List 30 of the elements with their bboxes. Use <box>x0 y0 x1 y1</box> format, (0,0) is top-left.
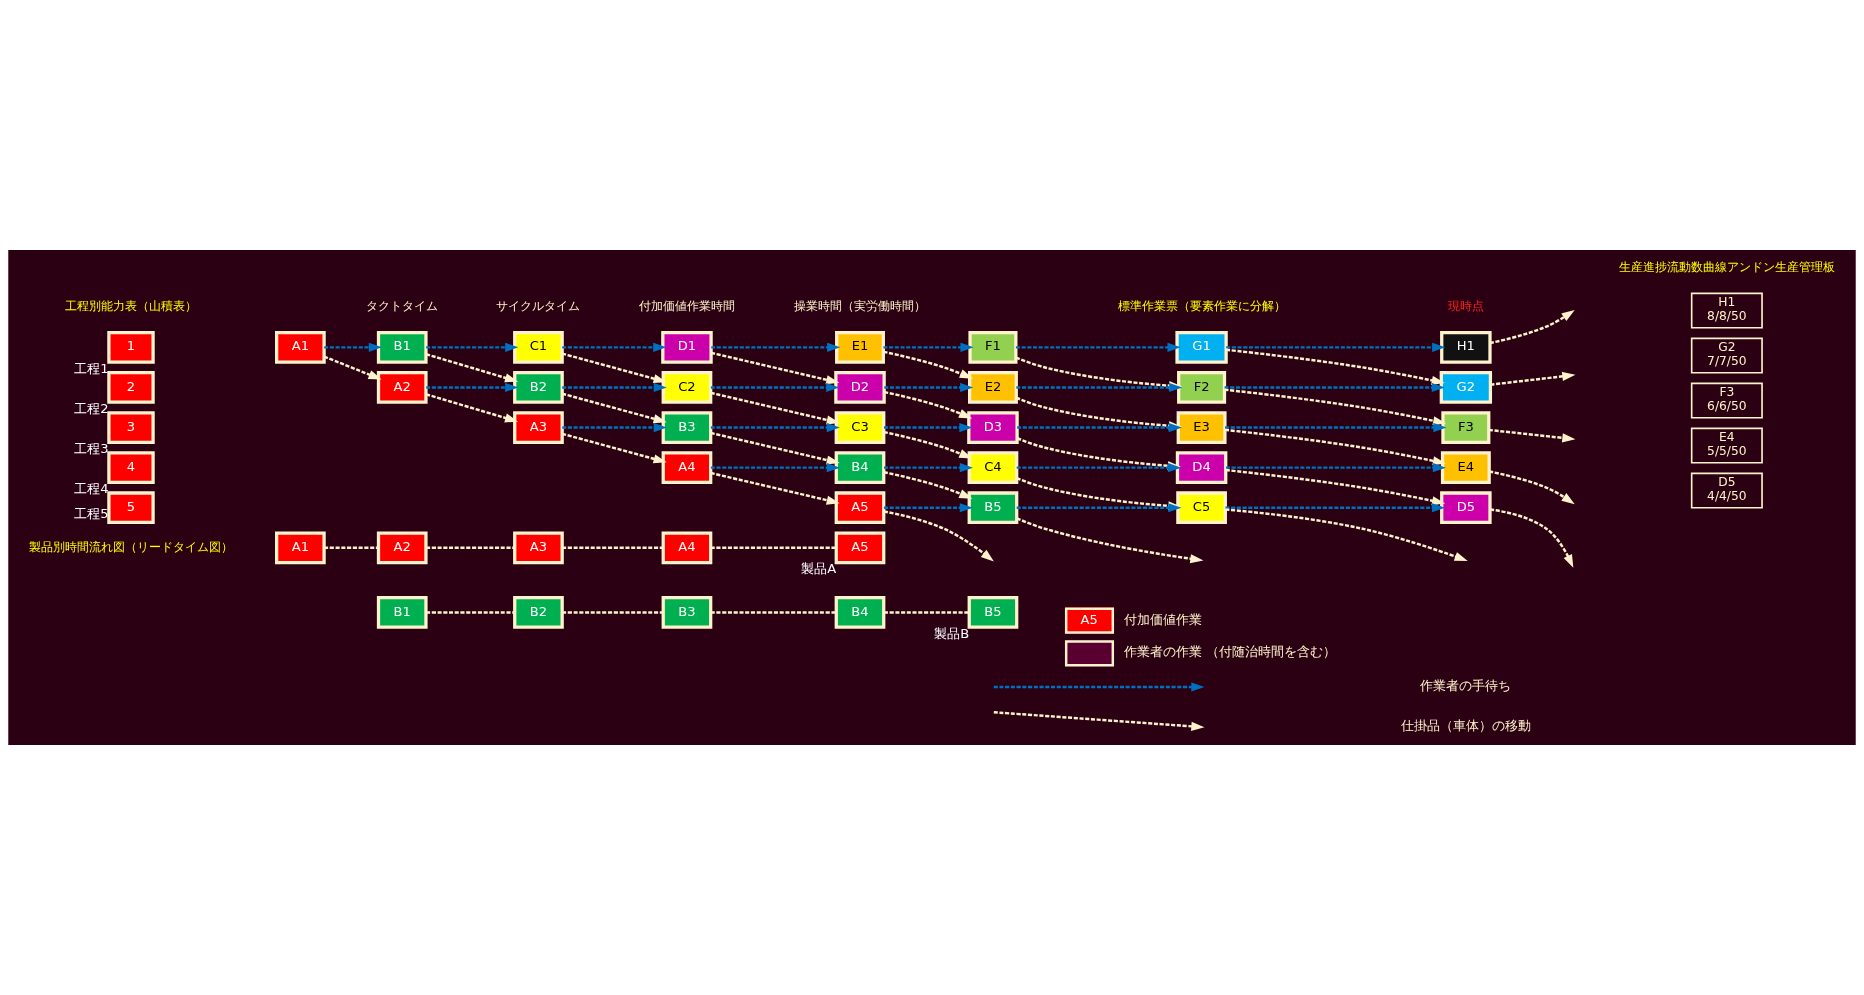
label: 標準作業票（要素作業に分解） <box>1117 299 1286 314</box>
legend-label: 仕掛品（車体）の移動 <box>1400 718 1531 734</box>
label: 付加価値作業時間 <box>638 299 735 314</box>
node-label: 工程4 <box>74 480 109 496</box>
label: 7/7/50 <box>1707 354 1747 369</box>
node-label: 製品A <box>801 561 837 577</box>
label: G2 <box>1718 340 1736 355</box>
label: 現時点 <box>1447 299 1484 314</box>
legend-label: 作業者の手待ち <box>1420 678 1512 694</box>
label: H1 <box>1718 295 1736 310</box>
node-label: 工程1 <box>74 360 109 376</box>
node-label: 製品B <box>934 625 970 641</box>
label: F3 <box>1719 385 1735 400</box>
label: サイクルタイム <box>496 299 581 314</box>
node-label: 工程3 <box>74 440 109 456</box>
node-label: 工程2 <box>74 400 109 416</box>
label: E4 <box>1719 430 1735 445</box>
legend-label: 付加価値作業 <box>1123 611 1202 627</box>
label: A5 <box>1080 611 1098 627</box>
label: 工程別能力表（山積表） <box>65 299 197 314</box>
legend-label: 作業者の作業 （付随治時間を含む） <box>1123 644 1337 660</box>
label: D5 <box>1718 475 1736 490</box>
label: 4/4/50 <box>1707 489 1747 504</box>
label: タクトタイム <box>366 299 439 314</box>
label: 製品別時間流れ図（リードタイム図） <box>29 539 233 554</box>
label: 操業時間（実労働時間） <box>794 299 926 314</box>
label: 生産進捗流動数曲線アンドン生産管理板 <box>1618 259 1835 274</box>
label: 5/5/50 <box>1707 444 1747 459</box>
label: 6/6/50 <box>1707 399 1747 414</box>
label: 8/8/50 <box>1707 309 1747 324</box>
